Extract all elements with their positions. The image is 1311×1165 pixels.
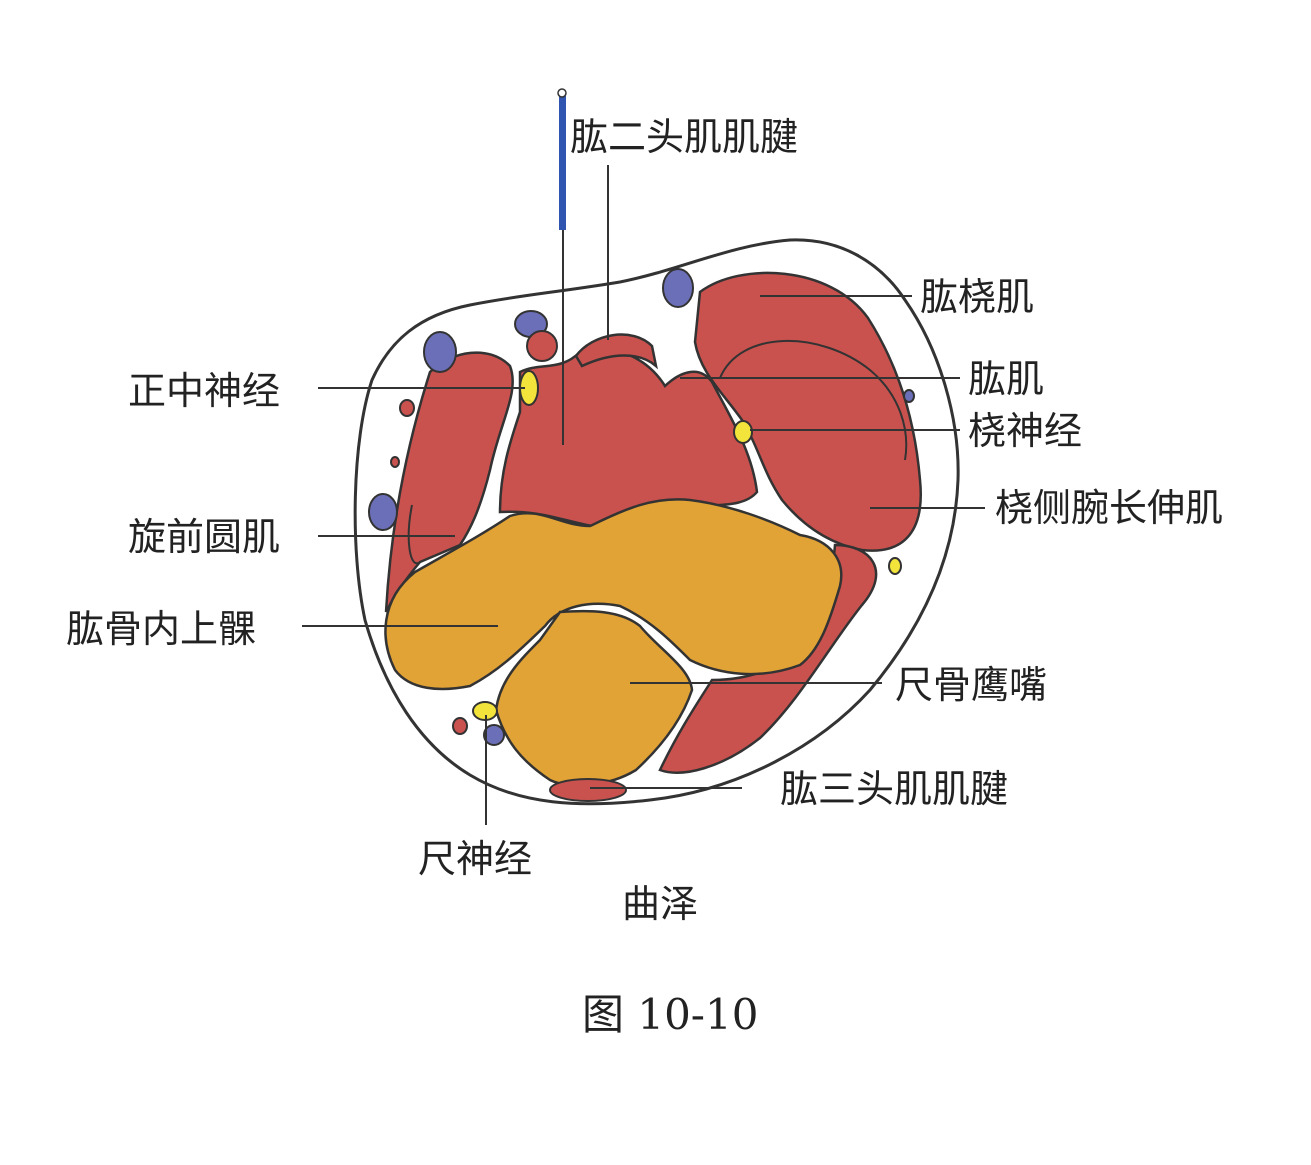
arteries	[390, 330, 558, 735]
artery	[390, 456, 400, 468]
artery	[526, 330, 558, 362]
label-brachialis: 肱肌	[968, 357, 1045, 401]
forearm-extensor-muscle	[658, 543, 878, 774]
label-biceps-tendon: 肱二头肌肌腱	[570, 115, 799, 159]
veins	[368, 268, 915, 746]
label-brachioradialis: 肱桡肌	[920, 275, 1035, 319]
brachioradialis-inner-line	[719, 339, 908, 461]
label-triceps-tendon: 肱三头肌肌腱	[780, 767, 1009, 811]
needle-tip-knob	[557, 88, 567, 98]
radial-nerve	[733, 420, 753, 444]
vein	[423, 331, 457, 373]
artery	[399, 399, 415, 417]
vein	[662, 268, 694, 308]
vein	[368, 493, 398, 531]
leader-lines	[302, 165, 985, 825]
acupoint-name: 曲泽	[622, 882, 699, 926]
humerus-medial-epicondyle-bone	[384, 498, 843, 691]
vein	[903, 389, 915, 403]
nerve	[888, 557, 902, 575]
triceps-tendon	[549, 778, 627, 802]
figure-caption: 图 10-10	[582, 990, 759, 1039]
label-pronator-teres: 旋前圆肌	[128, 515, 281, 559]
label-olecranon: 尺骨鹰嘴	[895, 663, 1048, 707]
label-median-nerve: 正中神经	[128, 369, 281, 413]
biceps-tendon	[574, 333, 658, 370]
label-ecrl: 桡侧腕长伸肌	[995, 486, 1224, 530]
label-radial-nerve: 桡神经	[968, 409, 1083, 453]
pronator-teres-inner-line	[407, 504, 421, 565]
label-medial-epicondyle: 肱骨内上髁	[66, 607, 257, 651]
label-ulnar-nerve: 尺神经	[418, 837, 533, 881]
artery	[452, 717, 468, 735]
acupuncture-needle-handle	[559, 96, 566, 230]
nerves	[472, 370, 902, 721]
pronator-teres-muscle	[384, 351, 514, 613]
vein	[483, 724, 505, 746]
